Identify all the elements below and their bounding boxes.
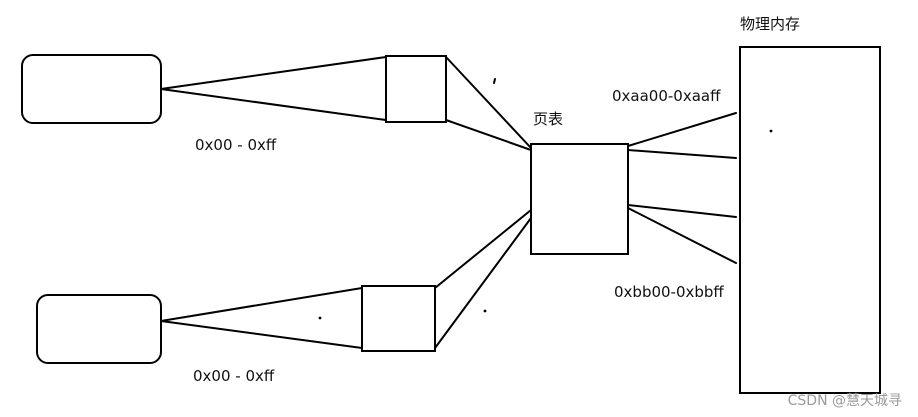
watermark-text: CSDN @慧天城寻 (788, 393, 902, 409)
connector-line (445, 56, 532, 149)
stray-dot (318, 316, 322, 320)
connector-line (627, 207, 737, 264)
connector-line (160, 88, 387, 121)
physical-memory-label: 物理内存 (740, 15, 800, 33)
physical-memory-box (739, 46, 881, 394)
connector-line (160, 320, 363, 349)
address-range-lower-memory: 0xbb00-0xbbff (614, 283, 724, 301)
virtual-block-top (385, 55, 447, 123)
page-table-label: 页表 (533, 110, 563, 128)
stray-dot (769, 129, 773, 133)
address-range-top-process: 0x00 - 0xff (195, 136, 277, 154)
connector-line (627, 204, 737, 218)
connector-line (445, 119, 532, 151)
process-box-top (21, 54, 162, 124)
stray-mark (493, 78, 496, 84)
virtual-block-bottom (361, 285, 436, 352)
process-box-bottom (36, 294, 162, 364)
connector-line (627, 112, 737, 147)
connector-line (160, 56, 387, 90)
page-table-box (530, 143, 629, 255)
stray-dot (483, 309, 487, 313)
connector-line (160, 287, 363, 322)
connector-line (434, 217, 532, 349)
connector-line (434, 209, 532, 289)
address-range-bottom-process: 0x00 - 0xff (193, 367, 275, 385)
address-range-upper-memory: 0xaa00-0xaaff (612, 87, 721, 105)
connector-line (627, 149, 737, 159)
